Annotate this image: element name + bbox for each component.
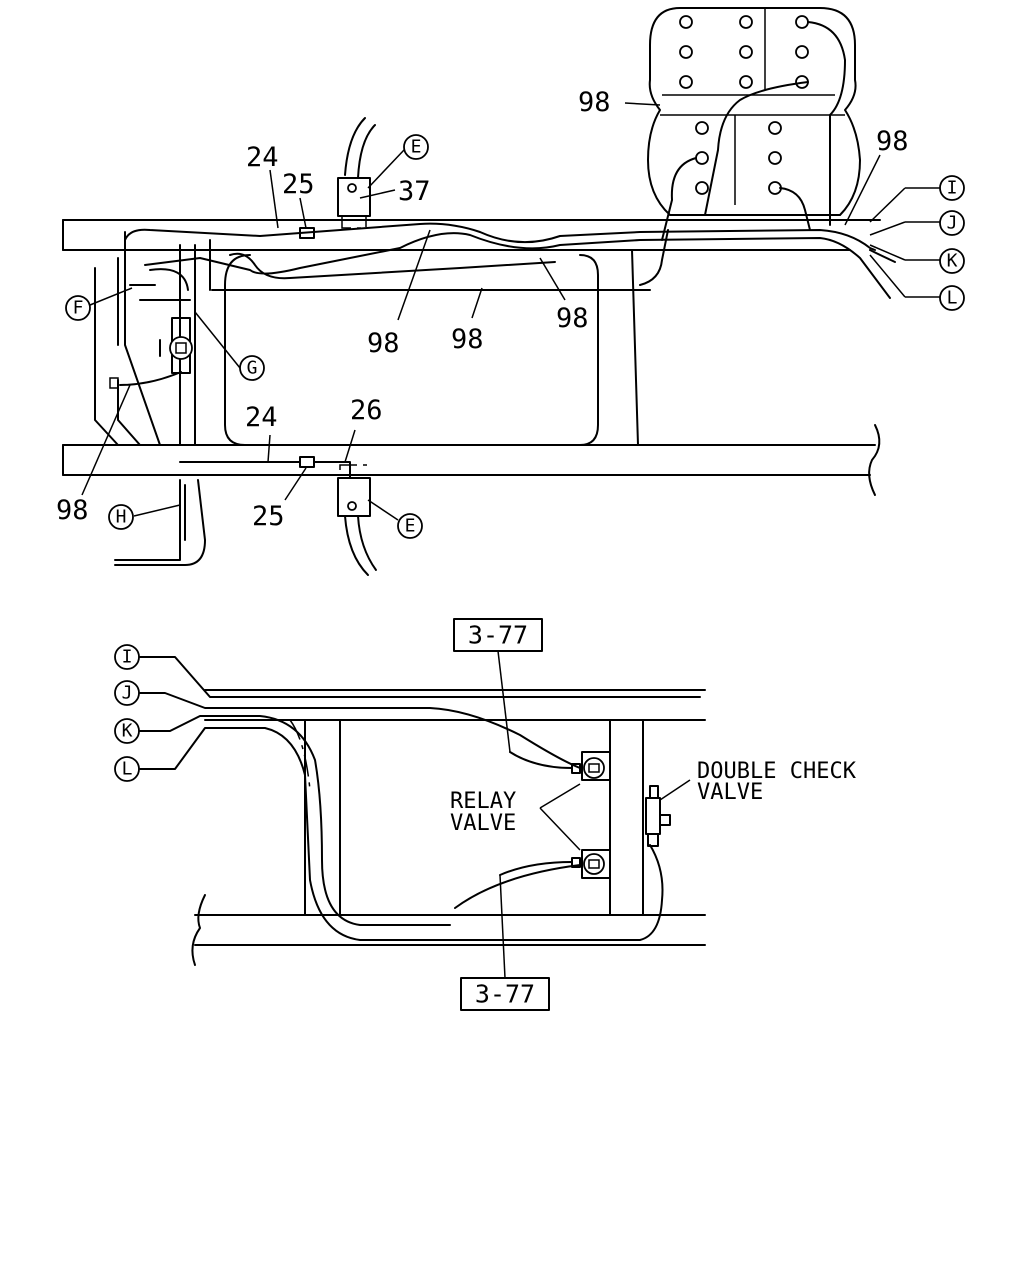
label-37: 37 <box>398 176 431 207</box>
label-24-bottom: 24 <box>245 402 278 433</box>
label-98-b: 98 <box>451 324 484 355</box>
callout-k-top: K <box>947 251 958 272</box>
tank-fittings <box>679 15 809 195</box>
top-view: 98 98 24 25 37 98 98 98 24 26 25 98 E I … <box>56 7 965 576</box>
bottom-view: 3-77 3-77 RELAY VALVE DOUBLE CHECK VALVE… <box>114 618 857 1011</box>
part-labels: 98 98 24 25 37 98 98 98 24 26 25 98 <box>56 87 909 532</box>
double-check-label-line1: DOUBLE CHECK <box>697 759 857 784</box>
callout-j-bottom: J <box>122 683 133 704</box>
ref-boxes: 3-77 3-77 <box>453 618 573 1011</box>
crossmember <box>211 249 651 446</box>
ref-3-77-top: 3-77 <box>468 621 528 650</box>
callouts-top: E I J K L F G H E <box>65 134 965 539</box>
callout-i-top: I <box>947 178 958 199</box>
label-98-left: 98 <box>56 495 89 526</box>
callout-l-top: L <box>947 288 958 309</box>
callout-f: F <box>73 298 84 319</box>
air-tank <box>647 7 861 241</box>
frame-rails <box>62 219 881 496</box>
label-98-tank: 98 <box>578 87 611 118</box>
label-98-right: 98 <box>876 126 909 157</box>
label-25-bottom: 25 <box>252 501 285 532</box>
relay-valve-label-line1: RELAY <box>450 789 516 814</box>
label-24-top: 24 <box>246 142 279 173</box>
ref-3-77-bottom: 3-77 <box>475 980 535 1009</box>
callout-k-bottom: K <box>122 721 133 742</box>
double-check-label-line2: VALVE <box>697 780 763 805</box>
callout-i-bottom: I <box>122 647 133 668</box>
relay-valves <box>539 751 611 879</box>
left-valve <box>109 317 193 389</box>
callout-e-top: E <box>411 137 422 158</box>
callout-h: H <box>116 507 127 528</box>
label-98-a: 98 <box>367 328 400 359</box>
label-98-c: 98 <box>556 303 589 334</box>
air-lines <box>124 222 896 301</box>
brake-chamber-bottom <box>179 456 377 576</box>
label-26: 26 <box>350 395 383 426</box>
leader-lines <box>81 102 940 521</box>
relay-valve-label-line2: VALVE <box>450 811 516 836</box>
double-check-valve <box>645 779 691 847</box>
callouts-bottom: I J K L <box>114 644 140 782</box>
bottom-air-lines <box>139 656 701 941</box>
callout-g: G <box>247 358 258 379</box>
callout-e-bottom: E <box>405 516 416 537</box>
brake-chamber-top <box>299 117 376 239</box>
bottom-frame-rails <box>191 689 706 966</box>
callout-j-top: J <box>947 213 958 234</box>
callout-l-bottom: L <box>122 759 133 780</box>
label-25-top: 25 <box>282 169 315 200</box>
bottom-text-labels: RELAY VALVE DOUBLE CHECK VALVE <box>450 759 857 836</box>
